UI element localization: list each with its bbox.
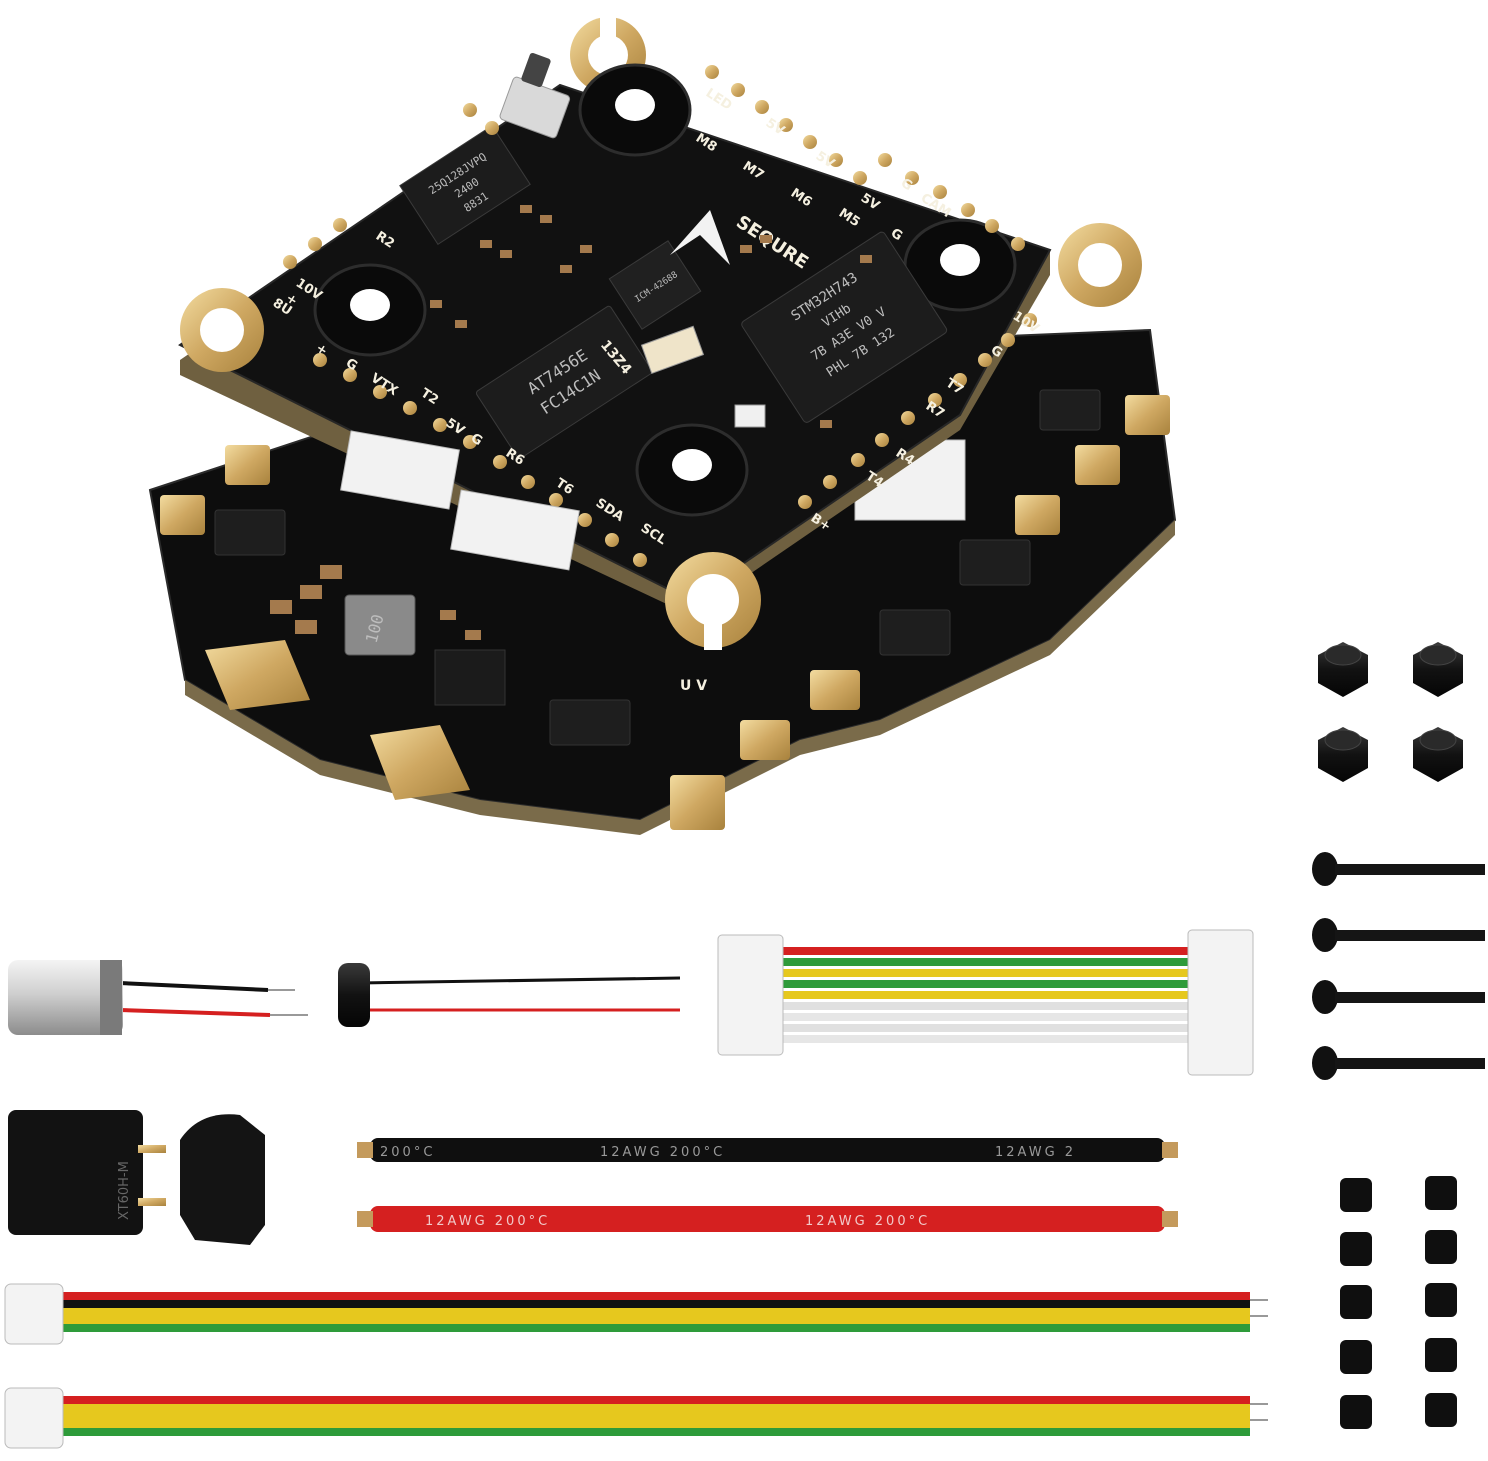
gyro-chip: ICM-42688 <box>608 240 702 330</box>
screw <box>1312 852 1485 886</box>
svg-text:12AWG 2: 12AWG 2 <box>995 1145 1076 1160</box>
osd-chip: AT7456E FC14C1N <box>475 305 653 459</box>
esc-battery-pads <box>205 640 470 800</box>
svg-text:12AWG 200°C: 12AWG 200°C <box>600 1145 725 1160</box>
screw <box>1312 918 1485 952</box>
screw <box>1312 1046 1485 1080</box>
lock-nut <box>1413 727 1463 782</box>
boot-button <box>499 52 571 139</box>
fc-grommets <box>313 63 1017 517</box>
lock-nut <box>1318 642 1368 697</box>
12awg-black-wire: 200°C 12AWG 200°C 12AWG 2 <box>357 1138 1178 1162</box>
esc-cable-2 <box>4 1387 1268 1449</box>
screw <box>1312 980 1485 1014</box>
esc-cable-1 <box>4 1283 1268 1345</box>
buzzer <box>338 963 681 1027</box>
capacitor <box>8 960 308 1035</box>
lock-nuts <box>1318 642 1463 782</box>
fc-smd-parts <box>430 205 872 428</box>
signal-cable <box>717 929 1254 1076</box>
fc-solder-pads <box>283 65 1037 567</box>
lock-nut <box>1413 642 1463 697</box>
svg-text:12AWG 200°C: 12AWG 200°C <box>425 1214 550 1229</box>
rubber-grommets <box>1340 1176 1457 1429</box>
screws <box>1312 852 1485 1080</box>
fc-mount-holes <box>180 8 1142 650</box>
esc-silkscreen-label: U V <box>680 678 707 694</box>
svg-text:XT60H-M: XT60H-M <box>117 1161 132 1220</box>
esc-mosfets <box>214 389 1101 746</box>
inductor: 100 <box>344 594 416 656</box>
svg-text:LED: LED <box>703 86 735 114</box>
esc-mcu <box>434 649 506 706</box>
lock-nut <box>1318 727 1368 782</box>
direction-arrow <box>670 210 730 265</box>
svg-text:200°C: 200°C <box>380 1145 435 1160</box>
esc-motor-pads <box>160 395 1170 830</box>
fc-jst-sockets <box>340 430 580 571</box>
esc-smd-parts <box>270 565 481 640</box>
flight-controller: STM32H743 VIHb 7B A3E V0 V PHL 7B 132 AT… <box>178 8 1142 650</box>
xt60-connector: XT60H-M <box>8 1110 265 1245</box>
svg-text:5V: 5V <box>813 149 837 172</box>
12awg-red-wire: 12AWG 200°C 12AWG 200°C <box>357 1206 1178 1232</box>
svg-text:12AWG 200°C: 12AWG 200°C <box>805 1214 930 1229</box>
